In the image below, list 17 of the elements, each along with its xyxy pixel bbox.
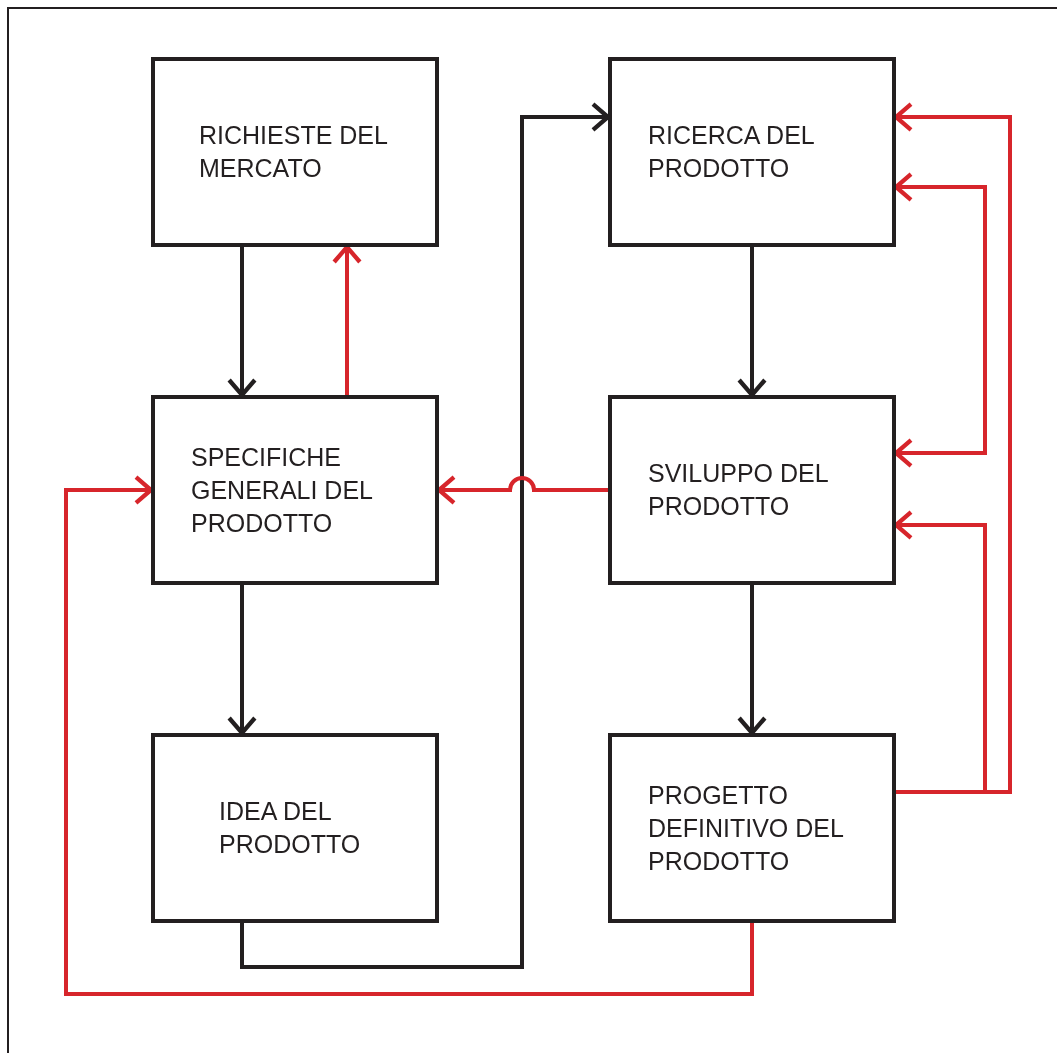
box-label: RICHIESTE DEL MERCATO — [199, 120, 388, 184]
box-label: SVILUPPO DEL PRODOTTO — [648, 458, 829, 522]
box-label: IDEA DEL PRODOTTO — [219, 796, 362, 860]
arrow — [227, 247, 257, 398]
process-box — [151, 57, 439, 247]
box-label: SPECIFICHE GENERALI DEL PRODOTTO — [191, 441, 374, 539]
arrow — [64, 475, 754, 996]
box-label: RICERCA DEL PRODOTTO — [648, 120, 815, 184]
arrow — [737, 247, 767, 398]
box-label: PROGETTO DEFINITIVO DEL PRODOTTO — [648, 779, 844, 877]
process-box — [608, 57, 896, 247]
arrow — [737, 585, 767, 736]
process-box — [151, 395, 439, 585]
process-box — [608, 733, 896, 923]
arrow — [227, 585, 257, 736]
process-box — [608, 395, 896, 585]
process-box — [151, 733, 439, 923]
